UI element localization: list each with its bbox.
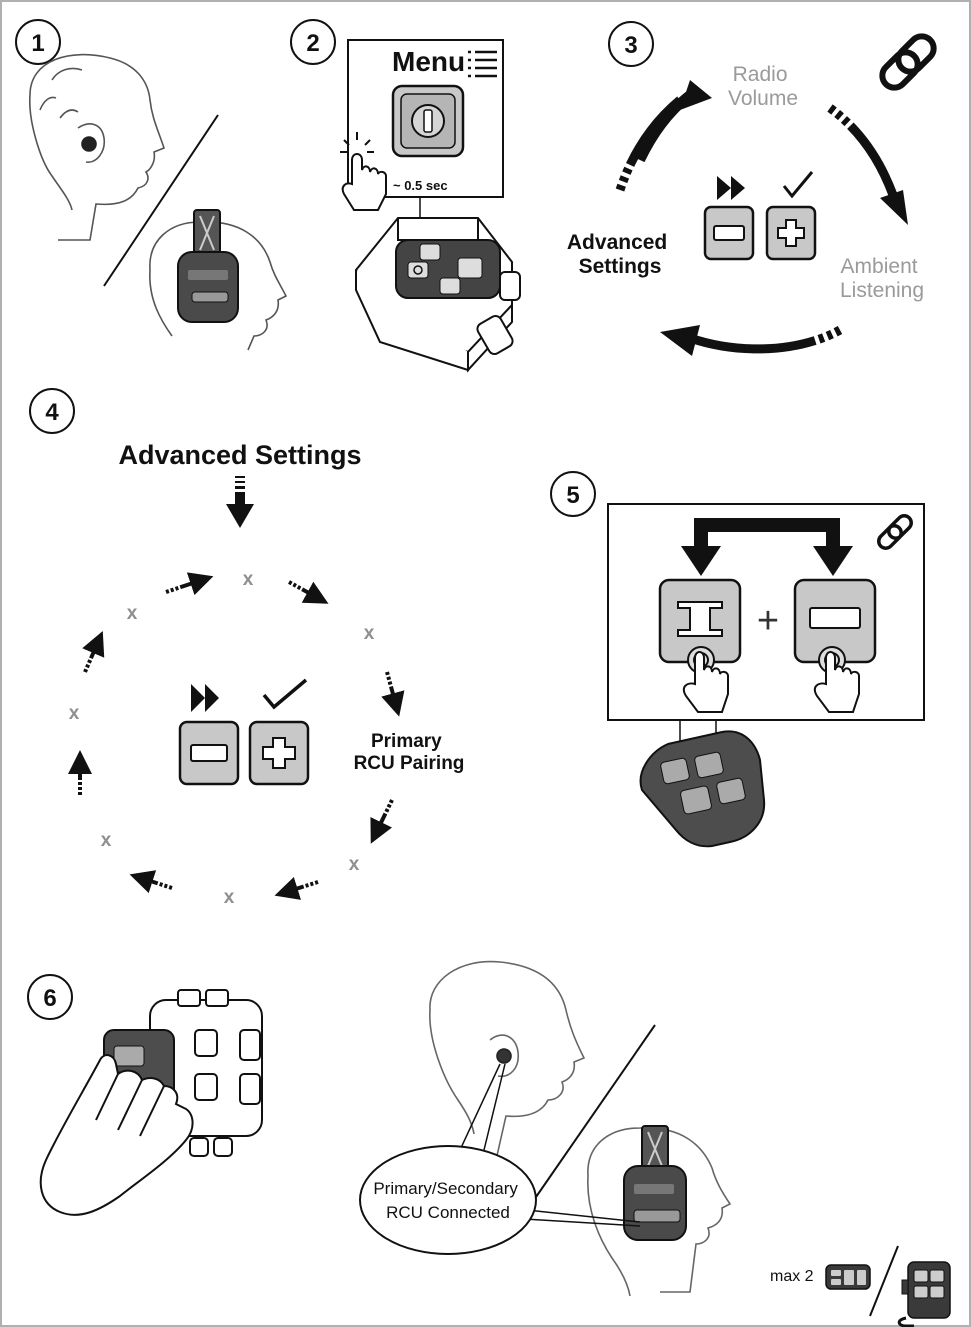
- step-1: 1: [15, 19, 288, 351]
- power-button-icon[interactable]: [391, 84, 465, 158]
- radio-volume-label: Radio Volume: [728, 63, 798, 110]
- fast-forward-icon: [191, 684, 219, 712]
- rcu-connected-label: Primary/Secondary RCU Connected: [373, 1179, 522, 1222]
- control-unit-device-illustration: [354, 217, 521, 373]
- minus-button-icon[interactable]: [793, 578, 877, 664]
- step-number: 2: [306, 30, 319, 57]
- minus-button-icon[interactable]: [178, 720, 240, 786]
- fast-forward-icon: [717, 176, 745, 200]
- plus-sign: +: [757, 600, 779, 642]
- minus-button-icon[interactable]: [703, 205, 755, 261]
- advanced-settings-title: Advanced Settings: [118, 440, 361, 470]
- step-2: 2 Menu ~ 0.5 sec: [290, 19, 521, 373]
- menu-label: Menu: [392, 46, 465, 77]
- step-number-badge: [290, 19, 336, 65]
- press-duration: ~ 0.5 sec: [393, 178, 448, 193]
- position-marker: x: [69, 703, 80, 724]
- plus-button-icon[interactable]: [765, 205, 817, 261]
- simultaneous-press-arrows: [681, 518, 853, 576]
- plus-button-icon[interactable]: [248, 720, 310, 786]
- step-number-badge: [15, 19, 61, 65]
- checkmark-icon: [262, 678, 308, 710]
- step-number-badge: [27, 974, 73, 1020]
- menu-position-markers: x x x x x x x: [69, 569, 375, 908]
- step-number: 5: [566, 482, 579, 509]
- divider-line: [869, 1245, 899, 1317]
- head-with-earbud-illustration: [29, 53, 165, 241]
- position-marker: x: [127, 603, 138, 624]
- step-3: 3 Radio Volume Ambient Listening Advance…: [567, 21, 937, 356]
- position-marker: x: [101, 830, 112, 851]
- step-6: 6: [27, 960, 951, 1327]
- step-number-badge: [550, 471, 596, 517]
- hand-illustration: [39, 1054, 194, 1216]
- step-5: 5 +: [550, 471, 925, 848]
- cycle-arrows: [68, 572, 405, 900]
- ambient-listening-label: Ambient Listening: [840, 255, 924, 302]
- step-number: 4: [45, 399, 59, 426]
- advanced-settings-label: Advanced Settings: [567, 231, 673, 278]
- position-marker: x: [349, 854, 360, 875]
- menu-list-icon: [468, 50, 497, 78]
- divider-line: [103, 114, 219, 287]
- checkmark-icon: [782, 171, 814, 199]
- step-number: 6: [43, 985, 56, 1012]
- entry-arrow: [226, 476, 254, 528]
- link-icon: [877, 514, 913, 550]
- tap-hand-icon: [340, 132, 387, 211]
- primary-rcu-pairing-label: Primary RCU Pairing: [354, 731, 465, 774]
- head-with-earbud-illustration: [429, 960, 586, 1161]
- remote-control-illustration: [639, 730, 766, 848]
- step-4: 4 Advanced Settings x x x x x x x: [29, 388, 465, 908]
- link-icon: [879, 33, 937, 91]
- step-number-badge: [29, 388, 75, 434]
- position-marker: x: [243, 569, 254, 590]
- position-marker: x: [364, 623, 375, 644]
- tap-hand-icon: [682, 646, 729, 713]
- max-rcu-label: max 2: [770, 1268, 814, 1285]
- tap-hand-icon: [813, 646, 860, 713]
- status-bubble: Primary/Secondary RCU Connected: [359, 1063, 641, 1255]
- cycle-arrows: [615, 80, 908, 356]
- divider-line: [535, 1024, 656, 1198]
- remote-small-icon: [825, 1264, 871, 1290]
- step-number: 1: [31, 30, 44, 57]
- control-unit-small-icon: [897, 1261, 951, 1327]
- head-with-headset-illustration: [149, 209, 288, 351]
- position-marker: x: [224, 887, 235, 908]
- step-number-badge: [608, 21, 654, 67]
- step-number: 3: [624, 32, 637, 59]
